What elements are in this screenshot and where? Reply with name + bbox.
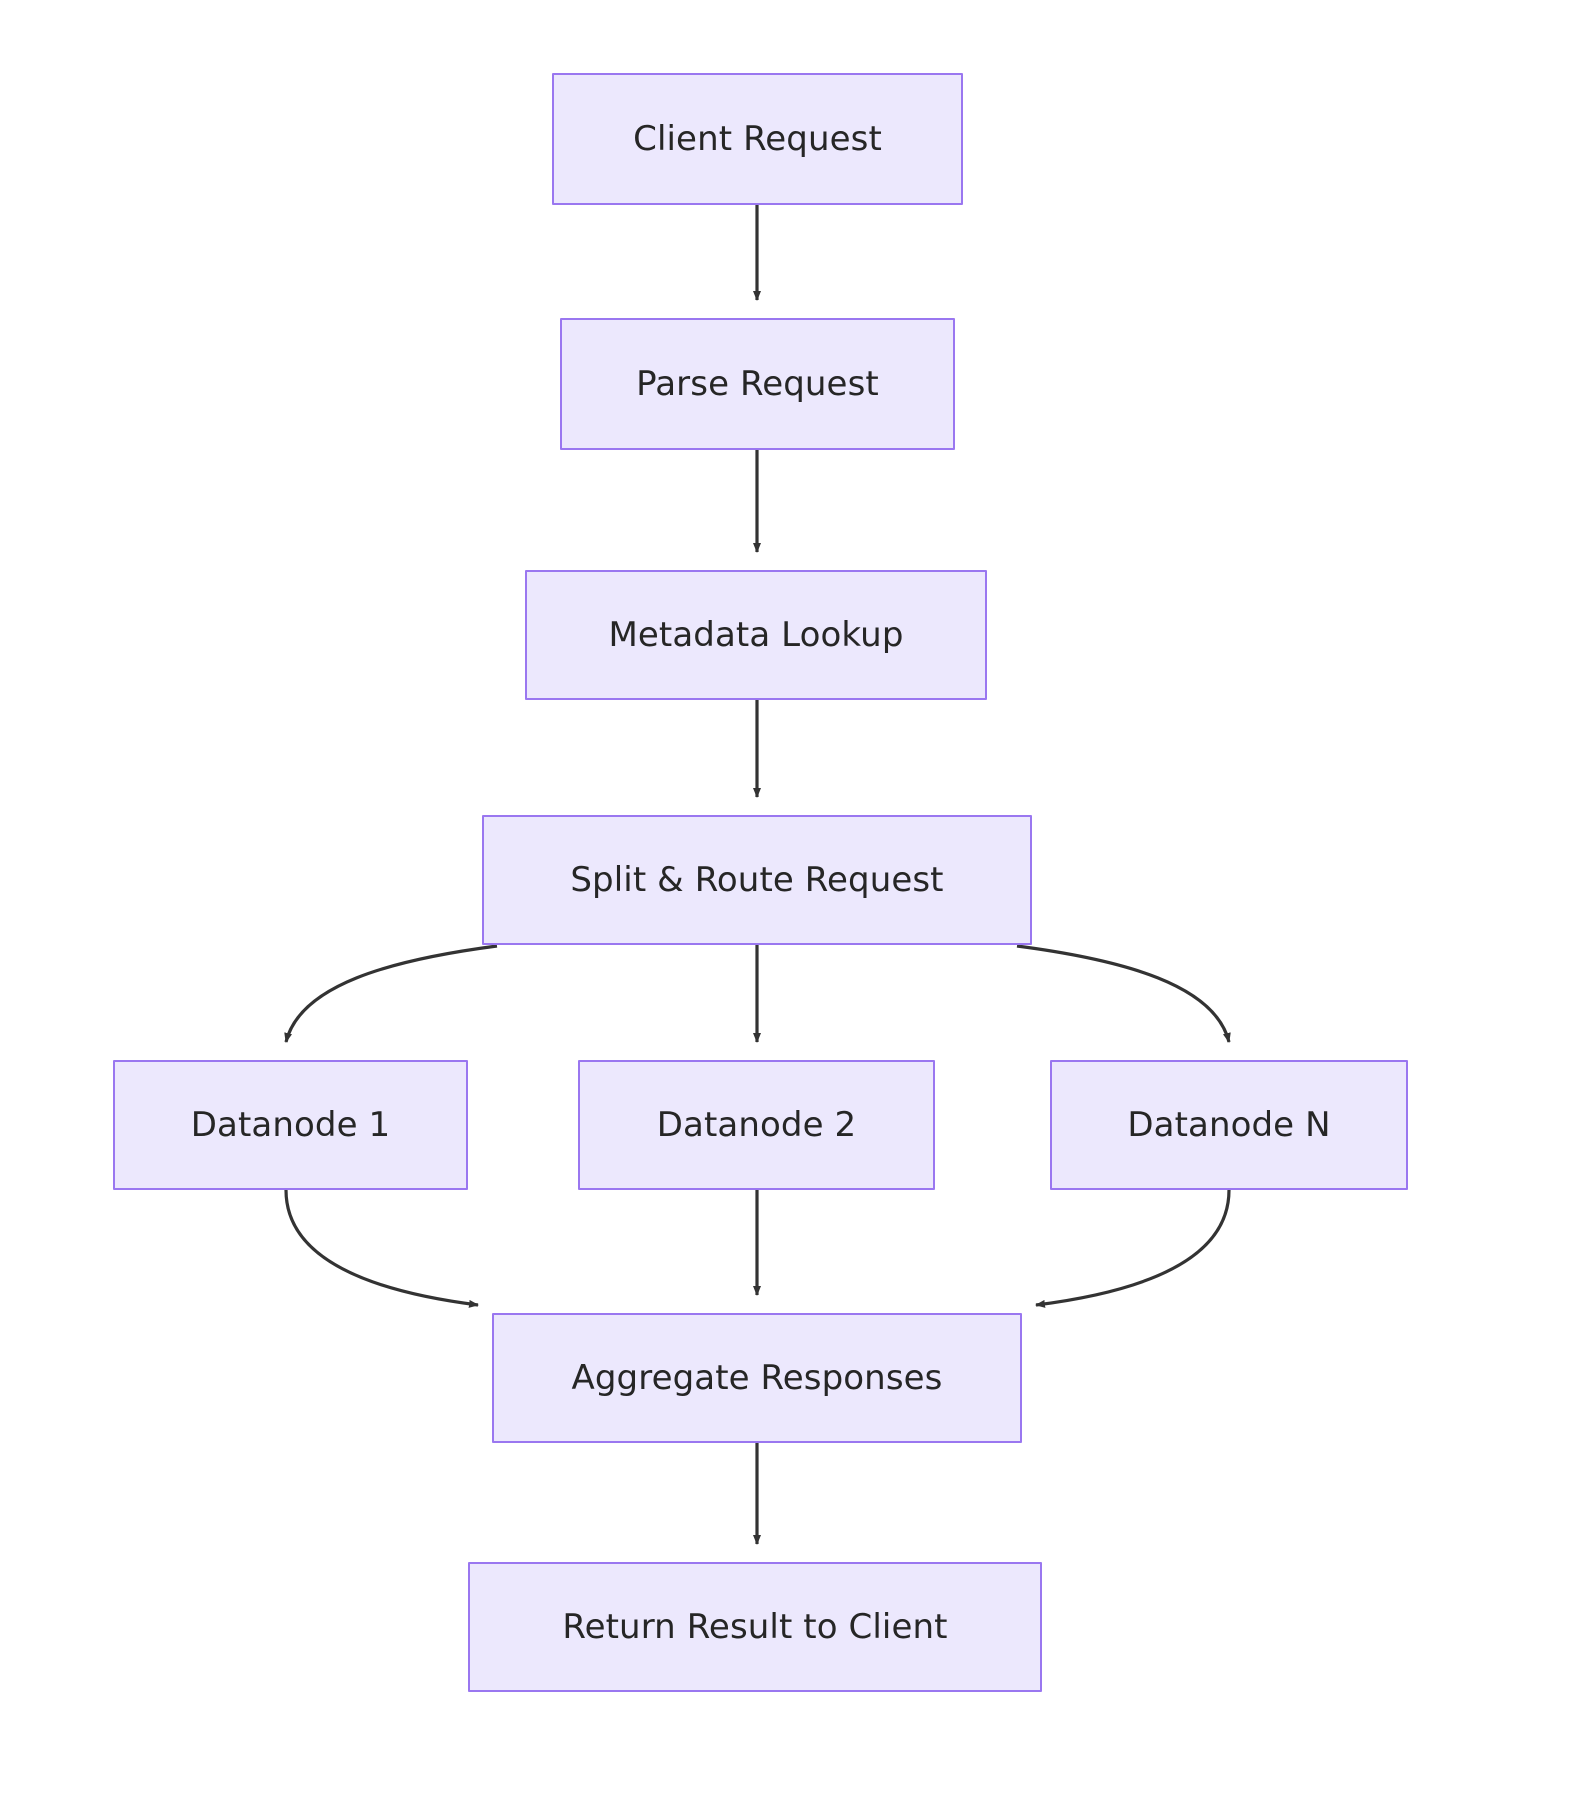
node-metadata-lookup-label: Metadata Lookup	[608, 614, 904, 655]
node-aggregate-responses[interactable]: Aggregate Responses	[492, 1313, 1022, 1443]
edge-datanode-1-to-aggregate-responses	[284, 1189, 479, 1308]
node-metadata-lookup[interactable]: Metadata Lookup	[525, 570, 987, 700]
edge-split-route-request-to-datanode-n	[1016, 944, 1231, 1043]
node-parse-request-label: Parse Request	[636, 363, 879, 404]
node-parse-request[interactable]: Parse Request	[560, 318, 955, 450]
node-return-result-label: Return Result to Client	[562, 1606, 948, 1647]
node-datanode-1-label: Datanode 1	[190, 1104, 391, 1145]
node-datanode-1[interactable]: Datanode 1	[113, 1060, 468, 1190]
node-datanode-2-label: Datanode 2	[656, 1104, 857, 1145]
edge-datanode-n-to-aggregate-responses	[1035, 1189, 1231, 1308]
node-split-route-request[interactable]: Split & Route Request	[482, 815, 1032, 945]
edge-split-route-request-to-datanode-1	[284, 944, 498, 1043]
node-client-request[interactable]: Client Request	[552, 73, 963, 205]
node-split-route-request-label: Split & Route Request	[570, 859, 944, 900]
node-datanode-n[interactable]: Datanode N	[1050, 1060, 1408, 1190]
node-datanode-2[interactable]: Datanode 2	[578, 1060, 935, 1190]
node-client-request-label: Client Request	[633, 118, 882, 159]
node-datanode-n-label: Datanode N	[1127, 1104, 1331, 1145]
node-aggregate-responses-label: Aggregate Responses	[571, 1357, 943, 1398]
node-return-result[interactable]: Return Result to Client	[468, 1562, 1042, 1692]
